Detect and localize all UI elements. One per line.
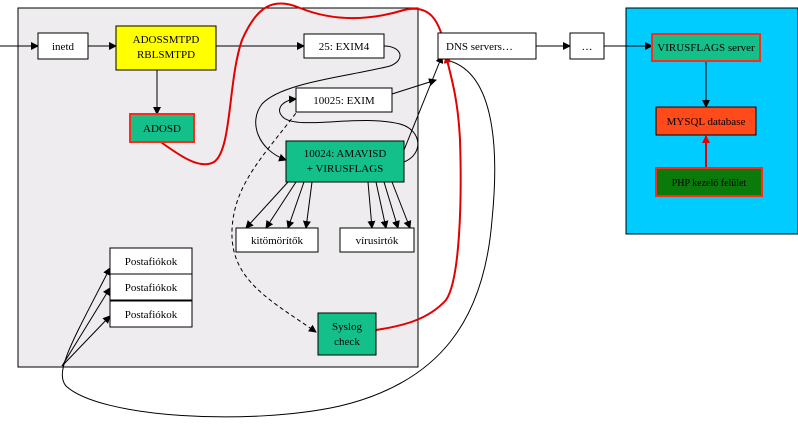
node-virusirtok: vírusirtók xyxy=(339,227,415,253)
ellipsis-label: … xyxy=(582,41,593,53)
edge-dns-loop-postafiok xyxy=(61,59,496,418)
php-label: PHP kezelő felület xyxy=(672,178,747,189)
check-label: check xyxy=(334,336,360,348)
inetd-label: inetd xyxy=(52,41,74,53)
edge-amavisd-kito-1 xyxy=(245,181,289,229)
amavisd-label: 10024: AMAVISD xyxy=(304,148,387,160)
node-syslog: Syslog check xyxy=(317,312,377,356)
edge-amavisd-kito-3 xyxy=(286,181,305,229)
red-connectors xyxy=(157,2,710,331)
node-mysql: MYSQL database xyxy=(655,106,757,136)
node-exim10025: 10025: EXIM xyxy=(295,87,393,113)
node-php: PHP kezelő felület xyxy=(655,167,763,197)
dns-label: DNS servers… xyxy=(446,41,513,53)
edge-amavisd-exim10025 xyxy=(279,95,419,163)
node-amavisd: 10024: AMAVISD + VIRUSFLAGS xyxy=(285,140,405,183)
node-postafiok-1: Postafiókok xyxy=(109,247,193,275)
connectors xyxy=(0,42,710,418)
node-adosd: ADOSD xyxy=(129,113,195,143)
edge-adosd-dns-red xyxy=(157,2,449,166)
edge-exim10025-syslog-dashed xyxy=(231,101,317,333)
kitomoritok-label: kitömörítők xyxy=(251,235,303,247)
adossmtpd-label: ADOSSMTPD xyxy=(133,34,200,46)
edge-amavisd-viru-3 xyxy=(383,181,400,229)
edge-amavisd-kito-2 xyxy=(265,181,297,229)
exim10025-label: 10025: EXIM xyxy=(313,95,375,107)
edge-exim10025-dns xyxy=(391,78,437,95)
edge-amavisd-viru-1 xyxy=(367,181,376,229)
edge-exim4-amavisd xyxy=(255,45,401,162)
edge-syslog-dns-red xyxy=(375,55,462,331)
mysql-label: MYSQL database xyxy=(667,116,746,128)
node-adossmtpd: ADOSSMTPD RBLSMTPD xyxy=(115,25,217,71)
postafiok-3-label: Postafiókok xyxy=(125,309,178,321)
edge-amavisd-dns xyxy=(403,55,444,151)
exim4-label: 25: EXIM4 xyxy=(319,41,370,53)
node-postafiok-3: Postafiókok xyxy=(109,300,193,328)
node-kitomoritok: kitömörítők xyxy=(235,227,319,253)
node-inetd: inetd xyxy=(37,32,89,60)
postafiok-2-label: Postafiókok xyxy=(125,282,178,294)
edge-loop-postafiok3 xyxy=(61,315,111,367)
adosd-label: ADOSD xyxy=(143,123,181,135)
node-postafiok-2: Postafiókok xyxy=(109,273,193,301)
virusirtok-label: vírusirtók xyxy=(356,235,399,247)
edge-amavisd-viru-4 xyxy=(391,181,412,229)
node-ellipsis: … xyxy=(569,32,605,60)
edge-loop-postafiok2 xyxy=(61,287,111,367)
node-dns: DNS servers… xyxy=(437,32,537,60)
edge-amavisd-kito-4 xyxy=(302,181,313,229)
edge-amavisd-viru-2 xyxy=(375,181,389,229)
rblsmtpd-label: RBLSMTPD xyxy=(137,49,195,61)
node-virusflags-server: VIRUSFLAGS server xyxy=(651,33,761,62)
node-exim4: 25: EXIM4 xyxy=(303,33,385,59)
virusflags-server-label: VIRUSFLAGS server xyxy=(657,42,755,54)
server-container xyxy=(17,7,419,368)
virusflags-label: + VIRUSFLAGS xyxy=(307,163,384,175)
postafiok-1-label: Postafiókok xyxy=(125,256,178,268)
syslog-label: Syslog xyxy=(332,321,362,333)
